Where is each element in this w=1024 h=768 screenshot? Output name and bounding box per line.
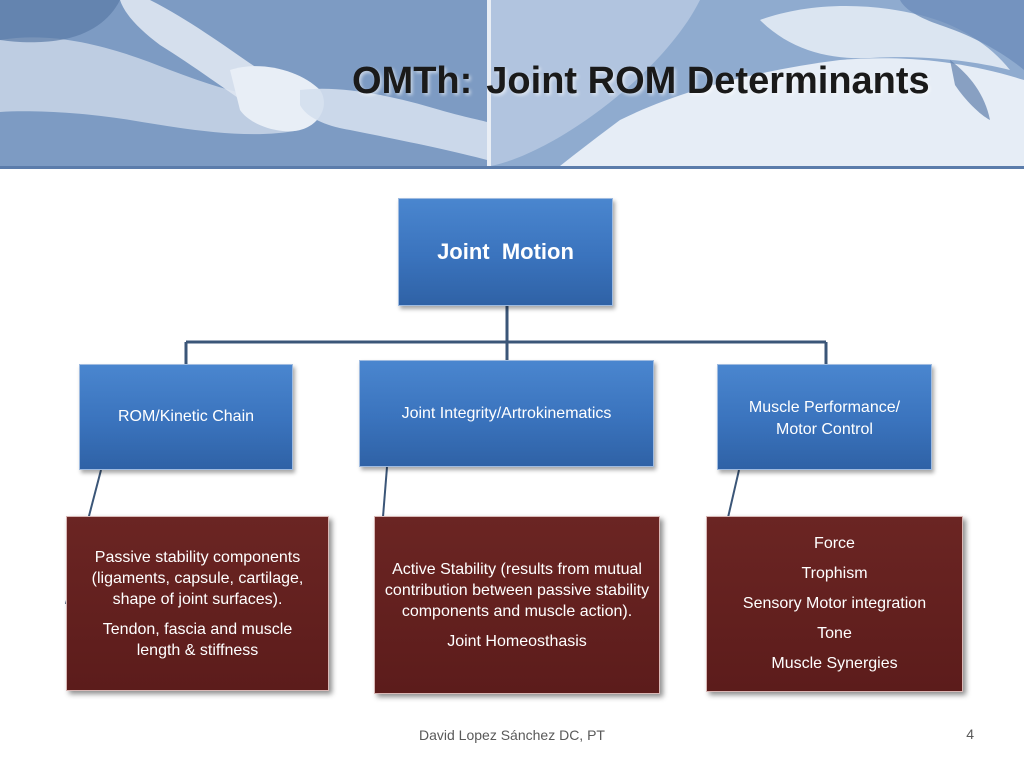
detail-rom-tendon: Tendon, fascia and muscle length & stiff… [102,620,293,659]
category-box-rom: ROM/Kinetic Chain [79,364,293,470]
detail-box-joint-integrity: Active Stability (results from mutual co… [374,516,660,694]
root-box: Joint Motion [398,198,613,306]
category-box-muscle-performance: Muscle Performance/ Motor Control [717,364,932,470]
banner-strip [0,166,1024,169]
detail-muscle-trophism: Trophism [801,565,868,582]
footer-author: David Lopez Sánchez DC, PT [419,727,605,743]
slide-title: OMTh: Joint ROM Determinants [352,60,930,103]
detail-integrity-active: Active Stability (results from mutual co… [384,560,650,620]
category-label-rom: ROM/Kinetic Chain [117,408,255,425]
title-main: Joint ROM Determinants [486,60,930,102]
hands-photo [0,0,487,166]
detail-muscle-force: Force [814,535,855,552]
category-label-joint-integrity: Joint Integrity/Artrokinematics [401,405,612,422]
detail-box-rom: Passive stability components (ligaments,… [66,516,329,691]
detail-muscle-sensory: Sensory Motor integration [742,595,927,612]
banner-photos [0,0,1024,166]
banner-divider [487,0,491,166]
detail-muscle-tone: Tone [817,625,852,642]
title-prefix: OMTh: [352,60,473,102]
detail-muscle-synergies: Muscle Synergies [771,655,898,672]
category-box-joint-integrity: Joint Integrity/Artrokinematics [359,360,654,467]
root-label: Joint Motion [437,239,574,264]
category-label-muscle-performance: Muscle Performance/ Motor Control [748,399,901,438]
detail-integrity-homeostasis: Joint Homeosthasis [447,632,587,650]
detail-rom-passive: Passive stability components (ligaments,… [91,548,304,608]
shoulder-photo [491,0,1024,166]
page-number: 4 [966,726,974,742]
detail-box-muscle-performance: Force Trophism Sensory Motor integration… [706,516,963,692]
header-banner: OMTh: Joint ROM Determinants [0,0,1024,166]
